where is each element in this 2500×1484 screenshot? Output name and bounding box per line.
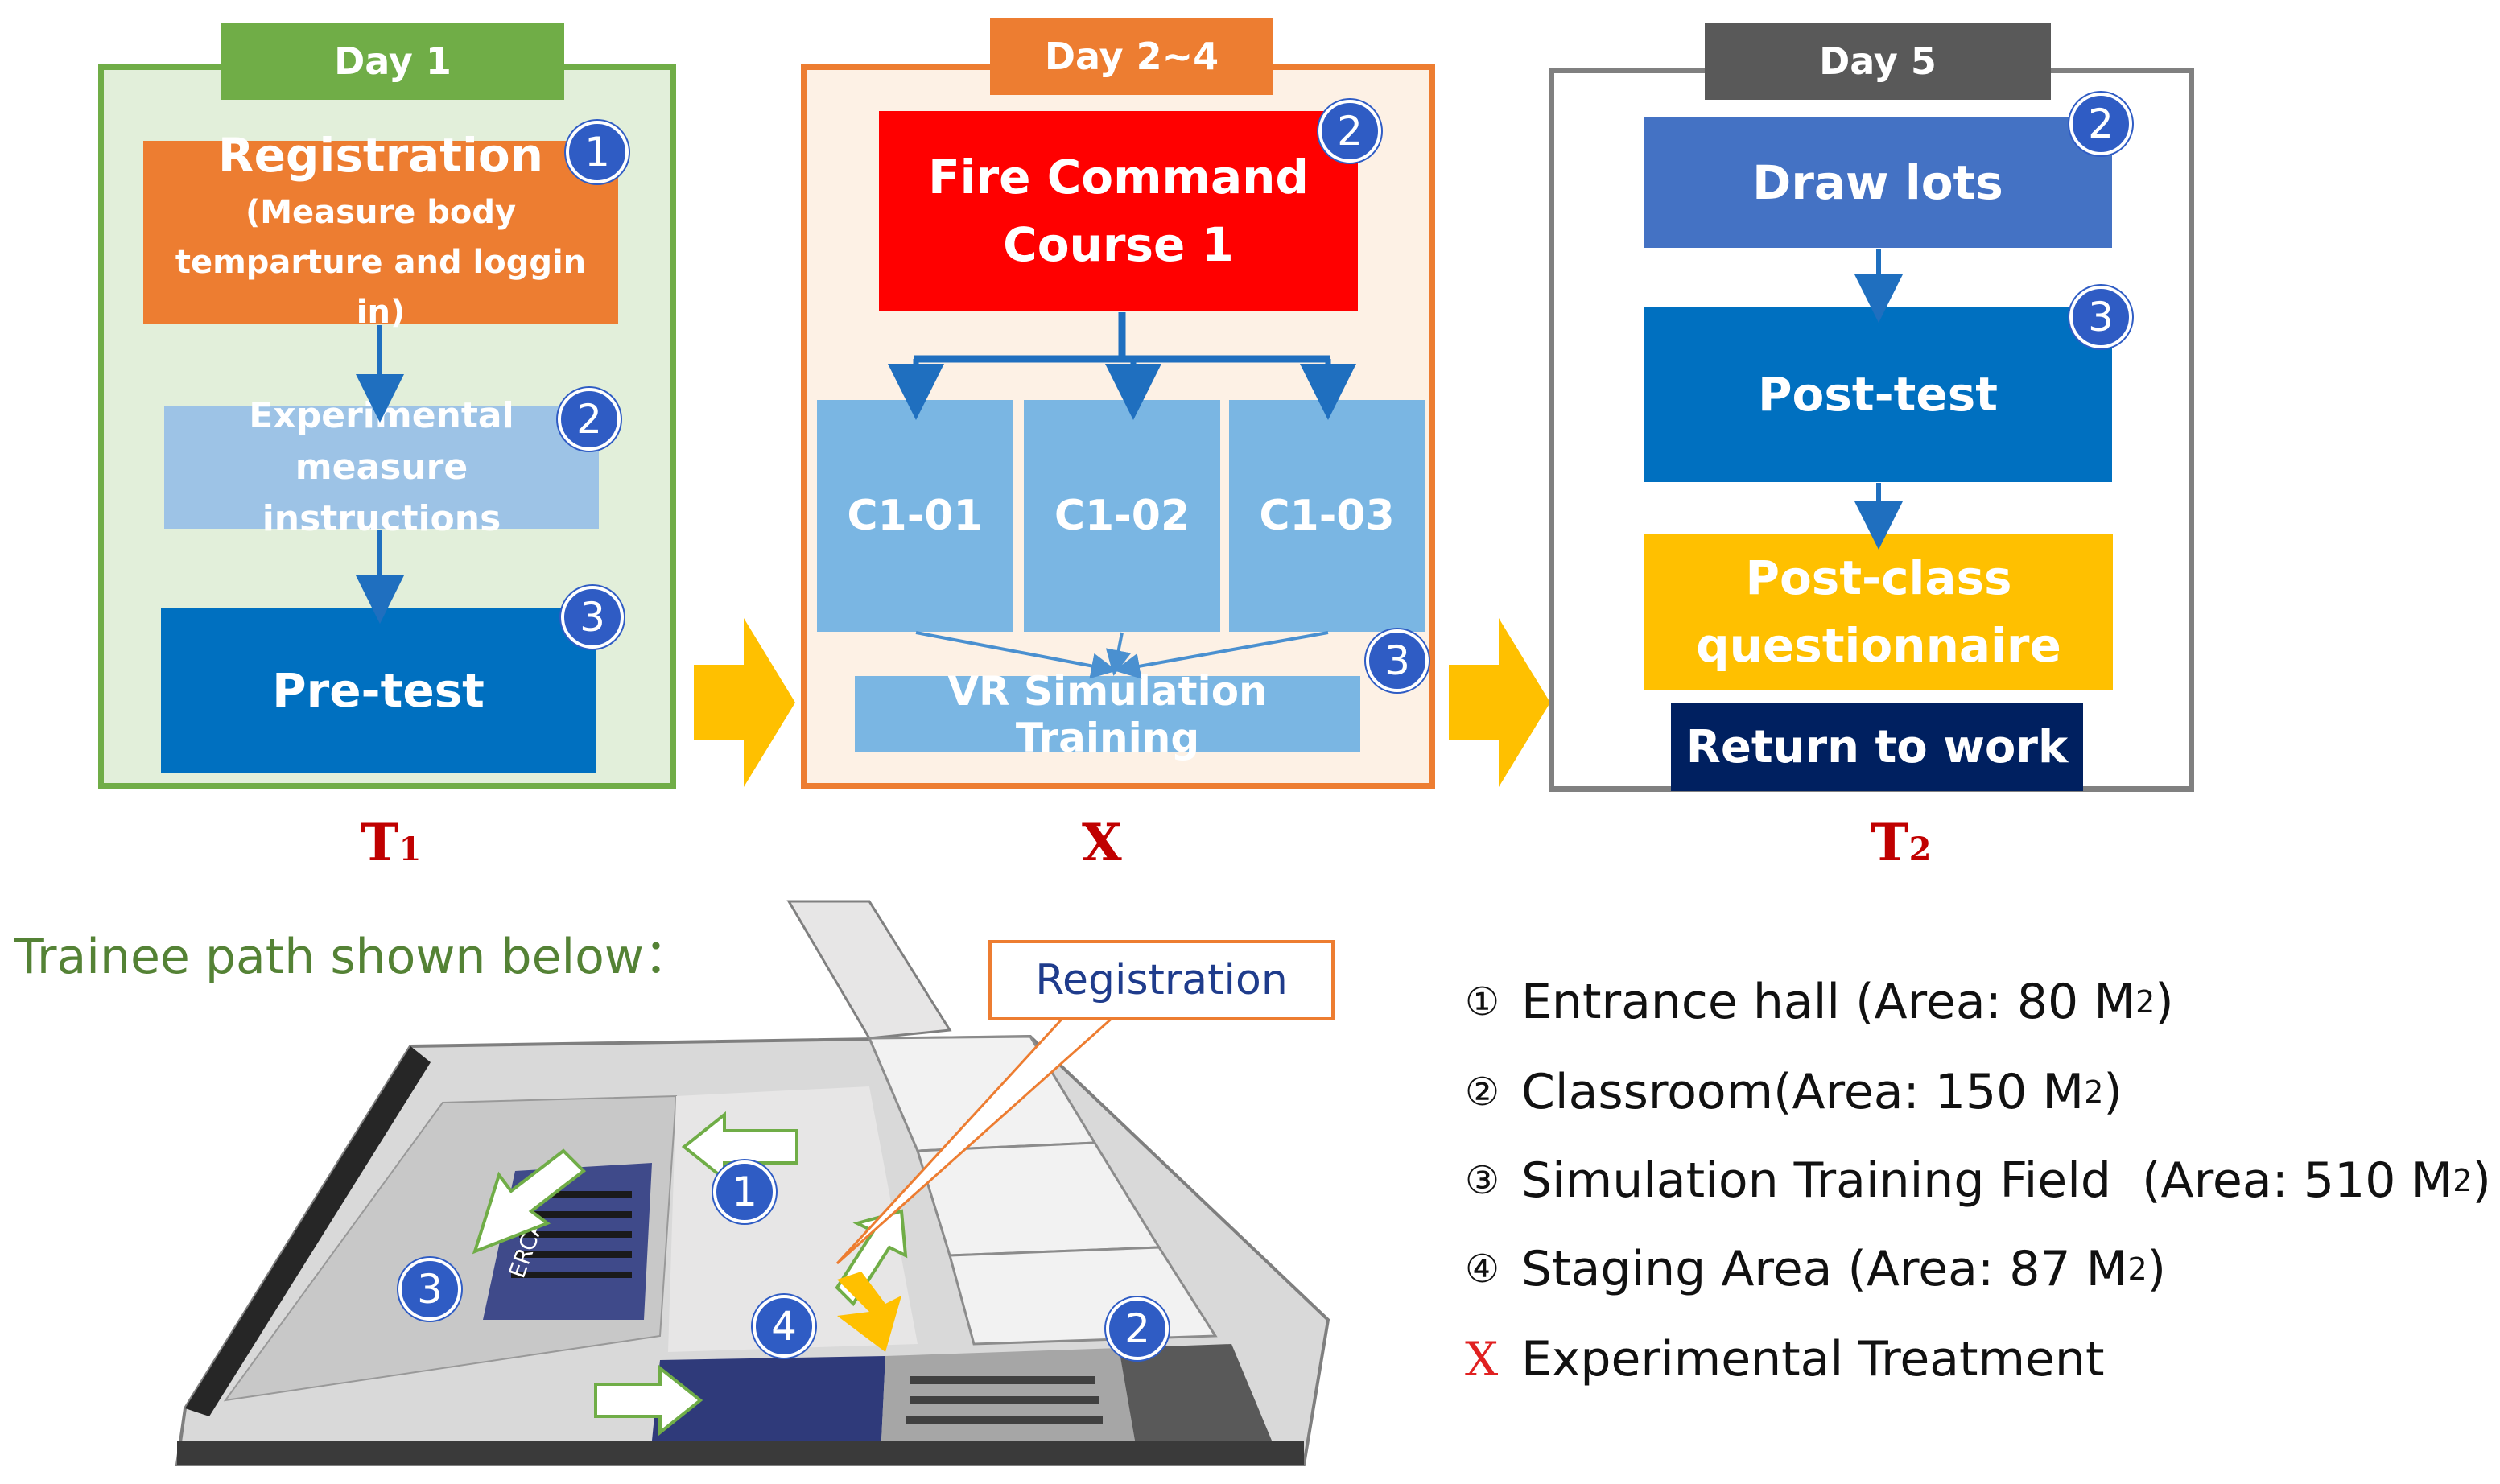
registration-subtitle: (Measure body temparture and loggin in) [175, 194, 587, 331]
legend-label: Entrance hall (Area: 80 M [1521, 974, 2136, 1030]
day5-tab: Day 5 [1705, 23, 2051, 100]
zone-2b-floor [1119, 1344, 1272, 1441]
time-label-t1: T1 [361, 813, 421, 873]
zone-badge-1: 1 [713, 1160, 776, 1223]
step-badge-course: 2 [1318, 100, 1381, 163]
step-badge-posttest: 3 [2069, 286, 2132, 348]
day1-tab: Day 1 [221, 23, 564, 100]
step-badge-draw: 2 [2069, 93, 2132, 155]
path-arrow-entrance [681, 1111, 798, 1183]
legend-label: Experimental Treatment [1521, 1331, 2105, 1387]
registration-title: Registration [217, 128, 544, 183]
legend-tail: ) [2103, 1064, 2123, 1120]
legend-label: Staging Area (Area: 87 M [1521, 1241, 2128, 1297]
return-to-work-box: Return to work [1671, 703, 2083, 791]
stage-arrow-2 [1449, 618, 1550, 787]
legend-sup: 2 [2453, 1163, 2473, 1198]
legend-marker: ① [1465, 979, 1500, 1024]
step-badge-registration: 1 [566, 121, 629, 183]
classes-to-vr-connector [915, 631, 1329, 679]
step-badge-instructions: 2 [558, 388, 621, 451]
classroom-desks [906, 1376, 1103, 1424]
registration-callout: Registration [988, 940, 1335, 1020]
class-c1-01: C1-01 [817, 400, 1013, 632]
pretest-box: Pre-test [161, 608, 596, 773]
draw-lots-box: Draw lots [1644, 117, 2112, 248]
floor-plan-west-wall [185, 1046, 431, 1416]
floor-plan-south-wall [177, 1441, 1304, 1465]
legend-sup: 2 [2135, 984, 2156, 1020]
legend-tail: ) [2472, 1152, 2491, 1209]
legend-marker: ④ [1465, 1247, 1500, 1292]
registration-box: Registration (Measure body temparture an… [143, 128, 618, 331]
erca-carpet-seats [511, 1191, 632, 1278]
time-label-t2-main: T [1871, 813, 1909, 873]
legend-item-experimental-treatment: X Experimental Treatment [1465, 1331, 2104, 1387]
zone-badge-2: 2 [1106, 1297, 1169, 1360]
time-label-t1-sub: 1 [398, 831, 422, 868]
zone-2-floor [881, 1348, 1135, 1441]
zone-badge-4: 4 [753, 1295, 815, 1358]
course-branch-connector [888, 312, 1356, 420]
legend-marker-x: X [1465, 1332, 1499, 1387]
class-c1-02: C1-02 [1024, 400, 1220, 632]
time-label-t2: T2 [1871, 813, 1931, 873]
time-label-t1-main: T [361, 813, 399, 873]
class-c1-03: C1-03 [1229, 400, 1425, 632]
path-arrow-to-staging [594, 1364, 703, 1437]
legend-item-simulation-field: ③ Simulation Training Field (Area: 510 M… [1465, 1152, 2491, 1209]
time-label-x: X [1082, 813, 1122, 873]
trainee-path-heading: Trainee path shown below： [14, 929, 692, 985]
legend-marker: ③ [1465, 1158, 1500, 1203]
legend-tail: ) [2155, 974, 2174, 1030]
legend-marker: ② [1465, 1070, 1500, 1115]
legend-sup: 2 [2127, 1251, 2147, 1287]
questionnaire-box: Post-class questionnaire [1644, 534, 2113, 690]
legend-label: Classroom(Area: 150 M [1521, 1064, 2085, 1120]
legend-sup: 2 [2084, 1074, 2104, 1110]
path-arrow-orange [837, 1272, 901, 1352]
stage-arrow-1 [694, 618, 795, 787]
legend-tail: ) [2147, 1241, 2167, 1297]
step-badge-pretest: 3 [561, 586, 624, 649]
step-badge-vr: 3 [1366, 629, 1429, 692]
zone-4-floor [652, 1356, 885, 1441]
day5-connectors [1854, 249, 1903, 550]
time-label-t2-sub: 2 [1908, 831, 1932, 868]
legend-label: Simulation Training Field (Area: 510 M [1521, 1152, 2453, 1209]
posttest-box: Post-test [1644, 307, 2112, 482]
zone-badge-3: 3 [398, 1258, 461, 1321]
day24-connectors [888, 312, 1356, 679]
day1-connectors [356, 325, 404, 624]
floor-plan-north-wing [786, 900, 952, 1040]
day24-tab: Day 2~4 [990, 18, 1273, 95]
path-arrow-to-sim [472, 1148, 587, 1255]
fire-command-course-box: Fire Command Course 1 [879, 111, 1358, 311]
